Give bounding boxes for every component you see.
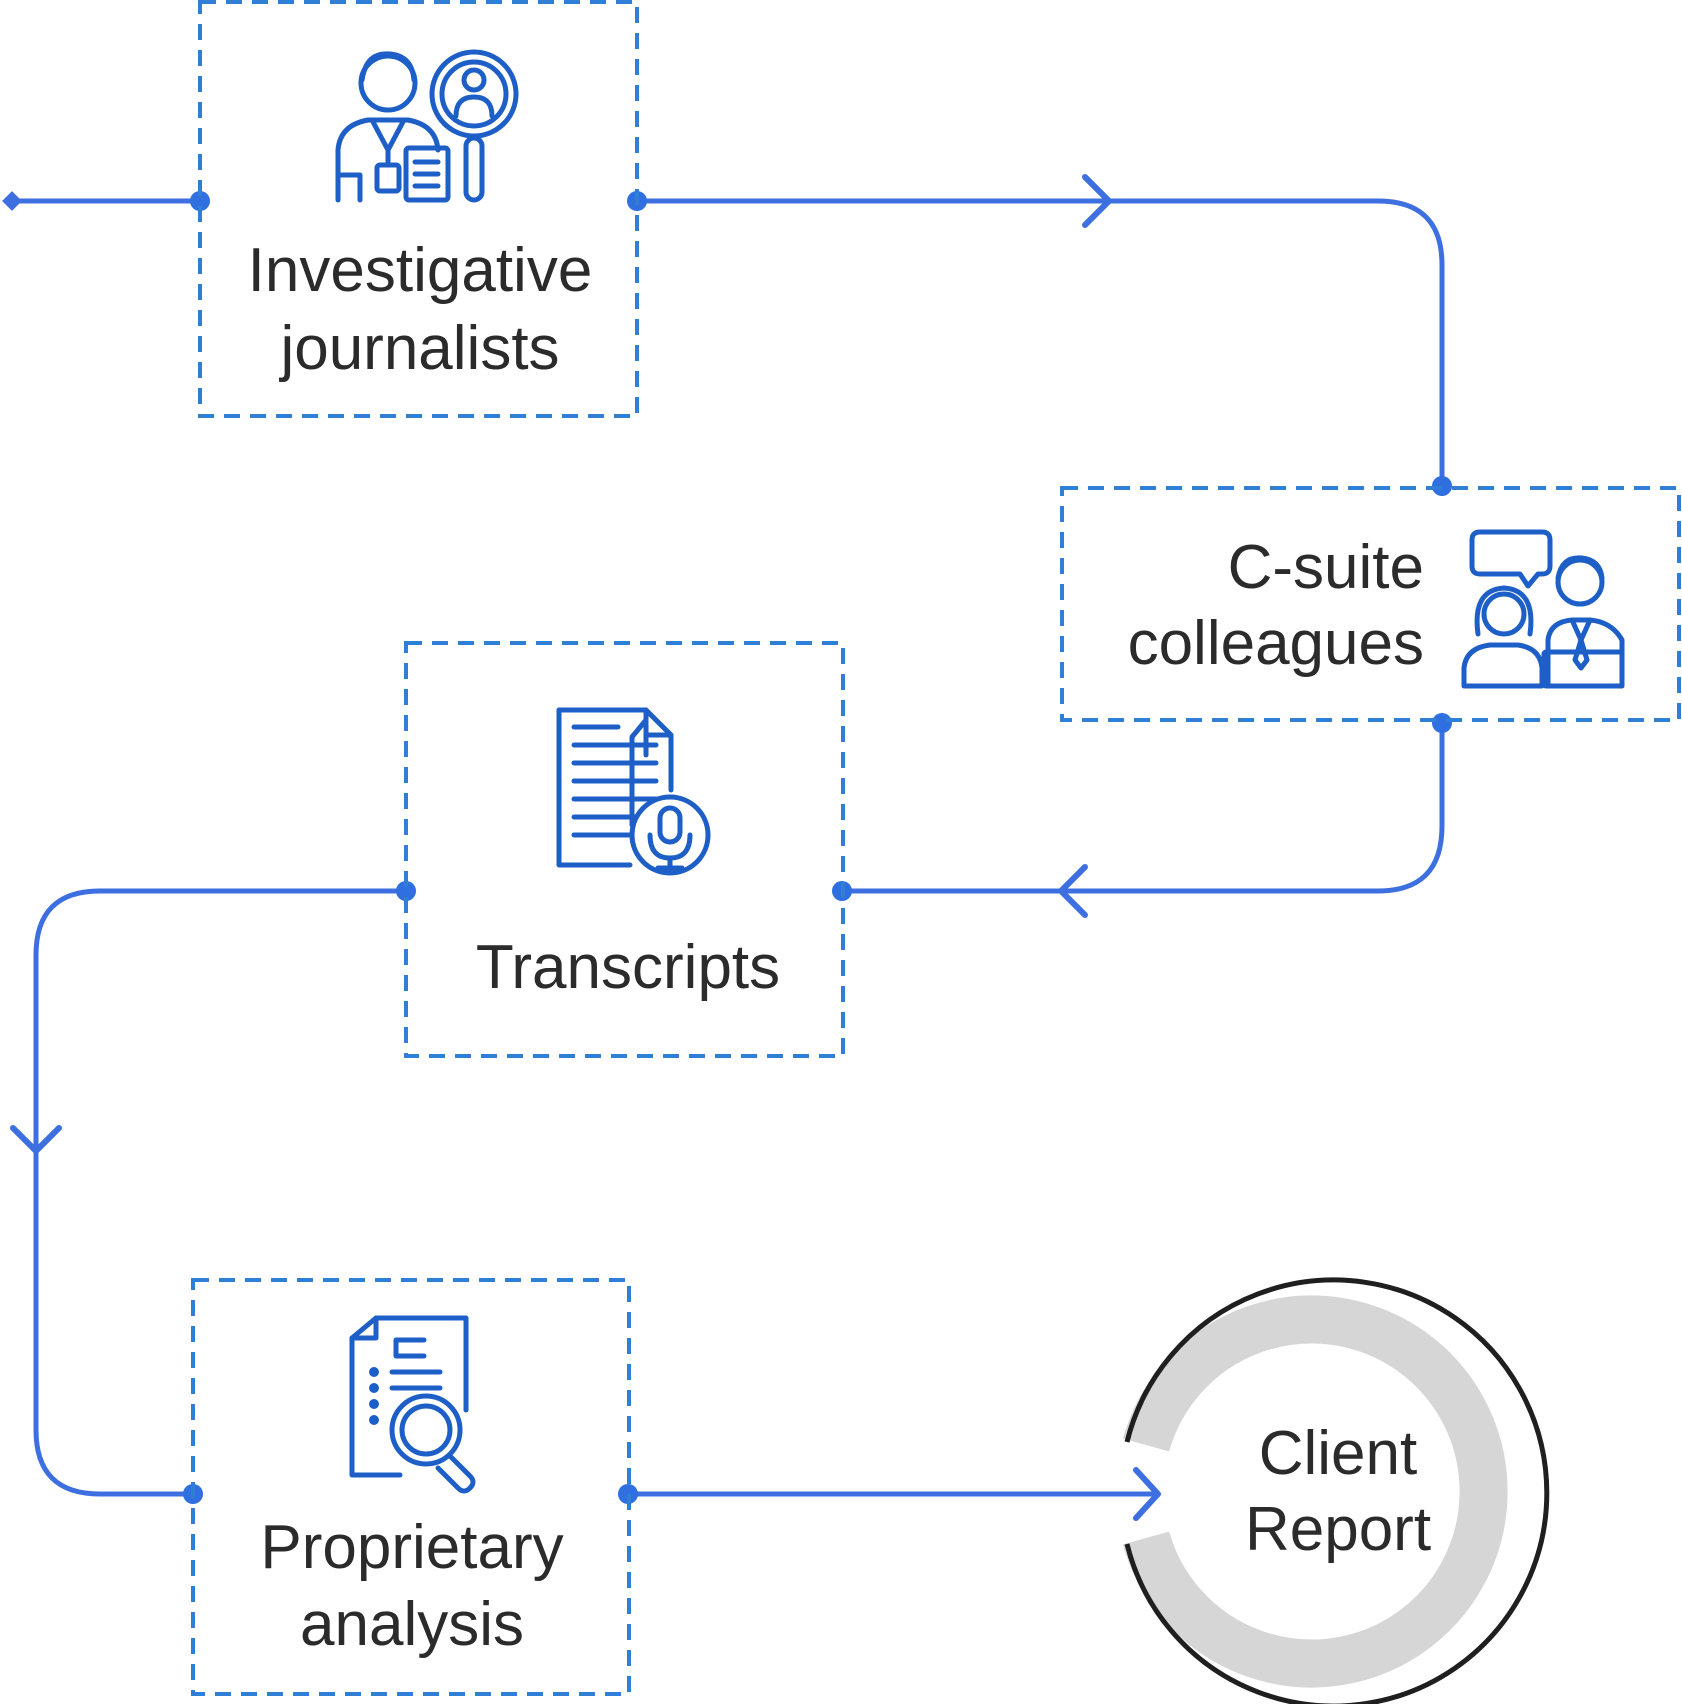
node-label-line2: journalists [278, 314, 559, 383]
node-label-line1: Investigative [248, 236, 593, 305]
node-client-report: Client Report [1122, 1277, 1550, 1704]
dot-journalists-left [190, 191, 210, 211]
connectors [9, 198, 1445, 1497]
arrow-down-left [10, 1125, 62, 1154]
connector-csuite-to-transcripts [839, 720, 1445, 894]
node-label-line2: analysis [300, 1590, 524, 1659]
document-microphone-icon [556, 707, 711, 876]
connector-transcripts-to-analysis [33, 888, 409, 1497]
report-outer-ring [1124, 1277, 1550, 1704]
report-label-line2: Report [1245, 1495, 1431, 1564]
node-box [191, 1278, 631, 1696]
arrow-right-bottom [1133, 1467, 1161, 1521]
node-transcripts: Transcripts [404, 641, 845, 1058]
arrow-right-top [1082, 174, 1112, 228]
node-box [198, 0, 639, 418]
journalist-magnifier-icon [335, 49, 519, 203]
connector-journalists-to-csuite [634, 198, 1445, 489]
node-label: Transcripts [476, 933, 780, 1002]
arrowheads [10, 174, 1161, 1521]
node-box [1060, 486, 1681, 722]
node-investigative-journalists: Investigative journalists [198, 0, 639, 418]
node-label-line2: colleagues [1128, 609, 1424, 678]
start-diamond [2, 191, 22, 211]
dot-csuite-bottom [1432, 713, 1452, 733]
report-label-line1: Client [1259, 1419, 1418, 1488]
arrow-left-middle [1058, 864, 1088, 918]
node-proprietary-analysis: Proprietary analysis [191, 1278, 631, 1696]
meeting-people-icon [1461, 529, 1625, 689]
dot-transcripts-left [396, 881, 416, 901]
node-c-suite-colleagues: C-suite colleagues [1060, 486, 1681, 722]
document-search-icon [349, 1315, 476, 1494]
node-box [404, 641, 845, 1058]
report-inner-ring [1122, 1295, 1508, 1688]
node-label-line1: C-suite [1228, 533, 1424, 602]
node-label-line1: Proprietary [260, 1513, 563, 1582]
